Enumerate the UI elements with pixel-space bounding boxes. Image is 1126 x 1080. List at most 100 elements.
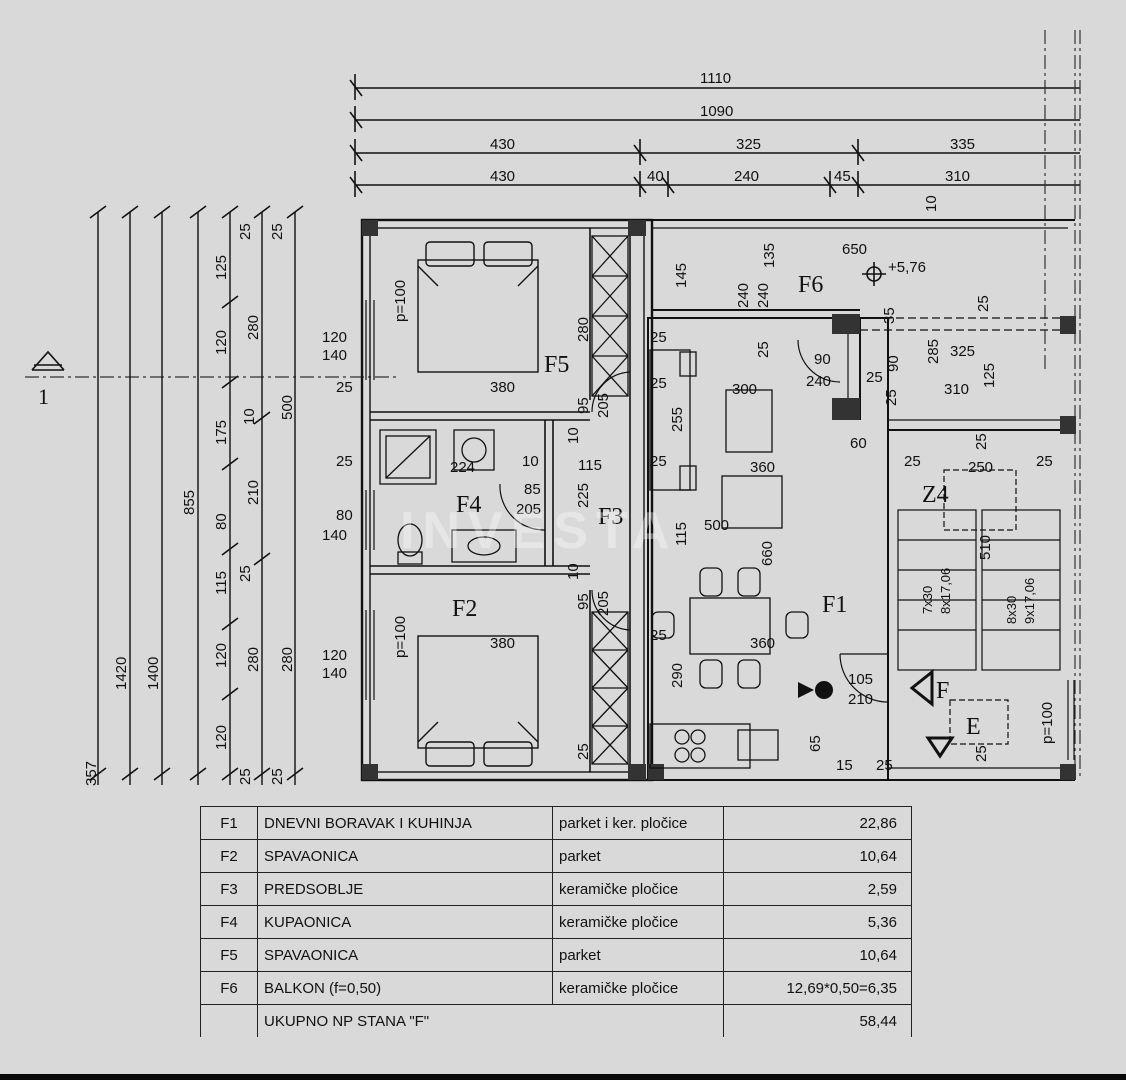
svg-text:85: 85: [524, 481, 541, 498]
svg-text:25: 25: [650, 627, 667, 644]
columns: [362, 220, 1076, 780]
svg-text:255: 255: [669, 407, 686, 432]
bathroom-fixtures: [379, 429, 517, 565]
svg-text:80: 80: [336, 507, 353, 524]
svg-text:10: 10: [565, 427, 582, 444]
dim-325: 325: [736, 136, 761, 153]
table-row: F5 SPAVAONICA parket 10,64: [200, 938, 912, 972]
svg-text:225: 225: [575, 483, 592, 508]
room-name: SPAVAONICA: [257, 938, 553, 972]
svg-text:325: 325: [950, 343, 975, 360]
dim-430-a: 430: [490, 136, 515, 153]
area-table: F1 DNEVNI BORAVAK I KUHINJA parket i ker…: [200, 806, 912, 1037]
neighbor-outline: [25, 30, 1081, 780]
room-material: keramičke pločice: [552, 971, 724, 1005]
svg-text:25: 25: [336, 379, 353, 396]
room-code: F3: [200, 872, 258, 906]
svg-text:500: 500: [279, 395, 296, 420]
svg-text:25: 25: [904, 453, 921, 470]
svg-text:125: 125: [213, 255, 230, 280]
table-row: F6 BALKON (f=0,50) keramičke pločice 12,…: [200, 971, 912, 1005]
room-label-f4: F4: [456, 492, 481, 518]
living-furniture: [649, 349, 809, 769]
svg-text:115: 115: [673, 522, 690, 546]
room-label-f6: F6: [798, 272, 823, 298]
room-label-f1: F1: [822, 592, 847, 618]
svg-text:120: 120: [322, 647, 347, 664]
dim-430-b: 430: [490, 168, 515, 185]
svg-text:1400: 1400: [145, 657, 162, 690]
svg-text:10: 10: [241, 408, 258, 425]
svg-text:25: 25: [650, 453, 667, 470]
svg-text:280: 280: [245, 315, 262, 340]
room-label-z4: Z4: [922, 482, 949, 508]
svg-text:25: 25: [237, 565, 254, 582]
svg-text:25: 25: [755, 341, 772, 358]
dim-1110: 1110: [700, 70, 731, 87]
walls: [360, 218, 1075, 782]
total-area: 58,44: [723, 1004, 912, 1037]
top-dimension-lines: [349, 74, 1080, 197]
svg-text:360: 360: [750, 635, 775, 652]
interior-dimensions: 120 140 25 380 25 80 140 120 140 p=100 p…: [322, 195, 1056, 774]
svg-text:25: 25: [336, 453, 353, 470]
svg-text:p=100: p=100: [1039, 702, 1056, 744]
room-material: keramičke pločice: [552, 872, 724, 906]
room-code: F5: [200, 938, 258, 972]
dim-1090: 1090: [700, 103, 733, 120]
svg-text:120: 120: [213, 725, 230, 750]
svg-text:125: 125: [981, 363, 998, 388]
direction-arrow-down-icon: [925, 736, 955, 759]
svg-text:205: 205: [595, 591, 612, 616]
svg-text:105: 105: [848, 671, 873, 688]
left-dimension-texts: 25 25 125 120 280 500 10 175 210 855 80 …: [83, 223, 296, 786]
total-code-cell: [200, 1004, 258, 1037]
svg-text:80: 80: [213, 513, 230, 530]
svg-text:95: 95: [575, 593, 592, 610]
svg-text:210: 210: [848, 691, 873, 708]
svg-text:115: 115: [213, 571, 230, 595]
room-area: 22,86: [723, 806, 912, 840]
dim-335: 335: [950, 136, 975, 153]
room-name: SPAVAONICA: [257, 839, 553, 873]
svg-text:15: 15: [836, 757, 853, 774]
svg-text:10: 10: [565, 563, 582, 580]
room-area: 10,64: [723, 839, 912, 873]
svg-text:660: 660: [759, 541, 776, 566]
floor-plan: 1110 1090 430 325 335 430 40 240 45 310: [25, 30, 1081, 786]
room-material: parket i ker. pločice: [552, 806, 724, 840]
svg-text:290: 290: [669, 663, 686, 688]
svg-text:8x30: 8x30: [1004, 596, 1019, 624]
svg-text:510: 510: [977, 535, 994, 560]
room-material: parket: [552, 839, 724, 873]
svg-text:280: 280: [245, 647, 262, 672]
dim-40: 40: [647, 168, 664, 185]
svg-text:25: 25: [237, 223, 254, 240]
svg-text:25: 25: [650, 329, 667, 346]
room-label-f5: F5: [544, 352, 569, 378]
svg-text:120: 120: [213, 330, 230, 355]
room-label-f-mark: F: [936, 678, 949, 704]
svg-text:25: 25: [269, 223, 286, 240]
svg-text:95: 95: [575, 397, 592, 414]
svg-text:240: 240: [806, 373, 831, 390]
svg-text:25: 25: [883, 389, 900, 406]
svg-text:25: 25: [650, 375, 667, 392]
svg-text:90: 90: [814, 351, 831, 368]
svg-text:60: 60: [850, 435, 867, 452]
room-label-f3: F3: [598, 504, 623, 530]
section-label: 1: [38, 384, 49, 409]
svg-text:10: 10: [923, 195, 940, 212]
svg-text:120: 120: [213, 643, 230, 668]
svg-text:650: 650: [842, 241, 867, 258]
svg-text:25: 25: [269, 768, 286, 785]
direction-arrow-left-icon: [909, 668, 934, 708]
room-material: parket: [552, 938, 724, 972]
room-code: F1: [200, 806, 258, 840]
svg-text:205: 205: [516, 501, 541, 518]
dim-240: 240: [734, 168, 759, 185]
room-area: 12,69*0,50=6,35: [723, 971, 912, 1005]
svg-text:120: 120: [322, 329, 347, 346]
room-label-f2: F2: [452, 596, 477, 622]
svg-text:210: 210: [245, 480, 262, 505]
